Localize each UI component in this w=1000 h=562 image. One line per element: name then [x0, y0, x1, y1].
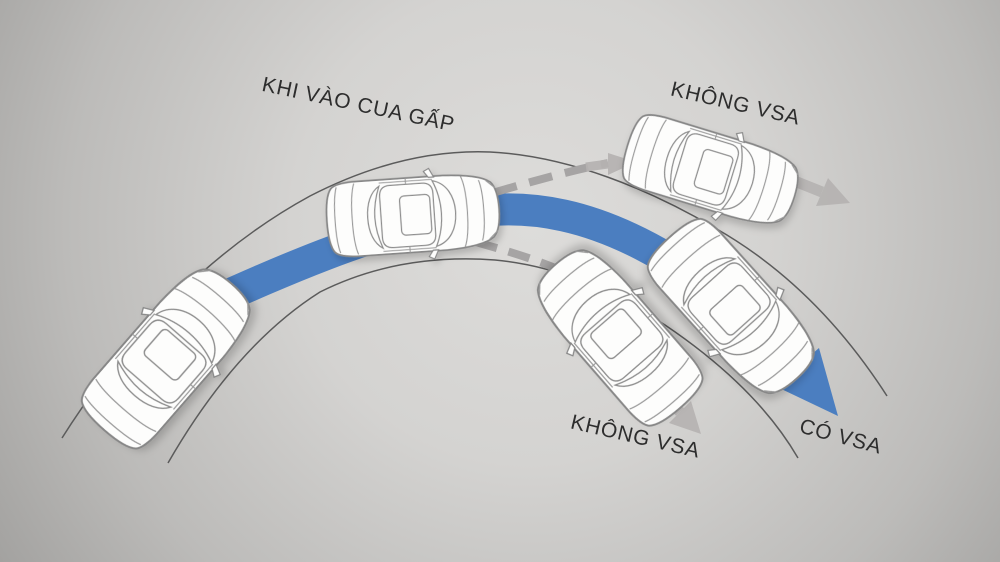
label-no-vsa-top: KHÔNG VSA	[669, 78, 803, 130]
cars-layer	[64, 100, 835, 465]
understeer-entry-arrow-icon	[585, 153, 636, 175]
road-inner-edge-line	[167, 258, 799, 464]
car-at-apex	[322, 162, 504, 268]
vsa-arrow-icon	[775, 348, 838, 416]
label-corner: KHI VÀO CUA GẤP	[260, 73, 457, 136]
label-with-vsa: CÓ VSA	[797, 415, 884, 459]
understeer-exit-arrow-icon	[789, 174, 850, 206]
